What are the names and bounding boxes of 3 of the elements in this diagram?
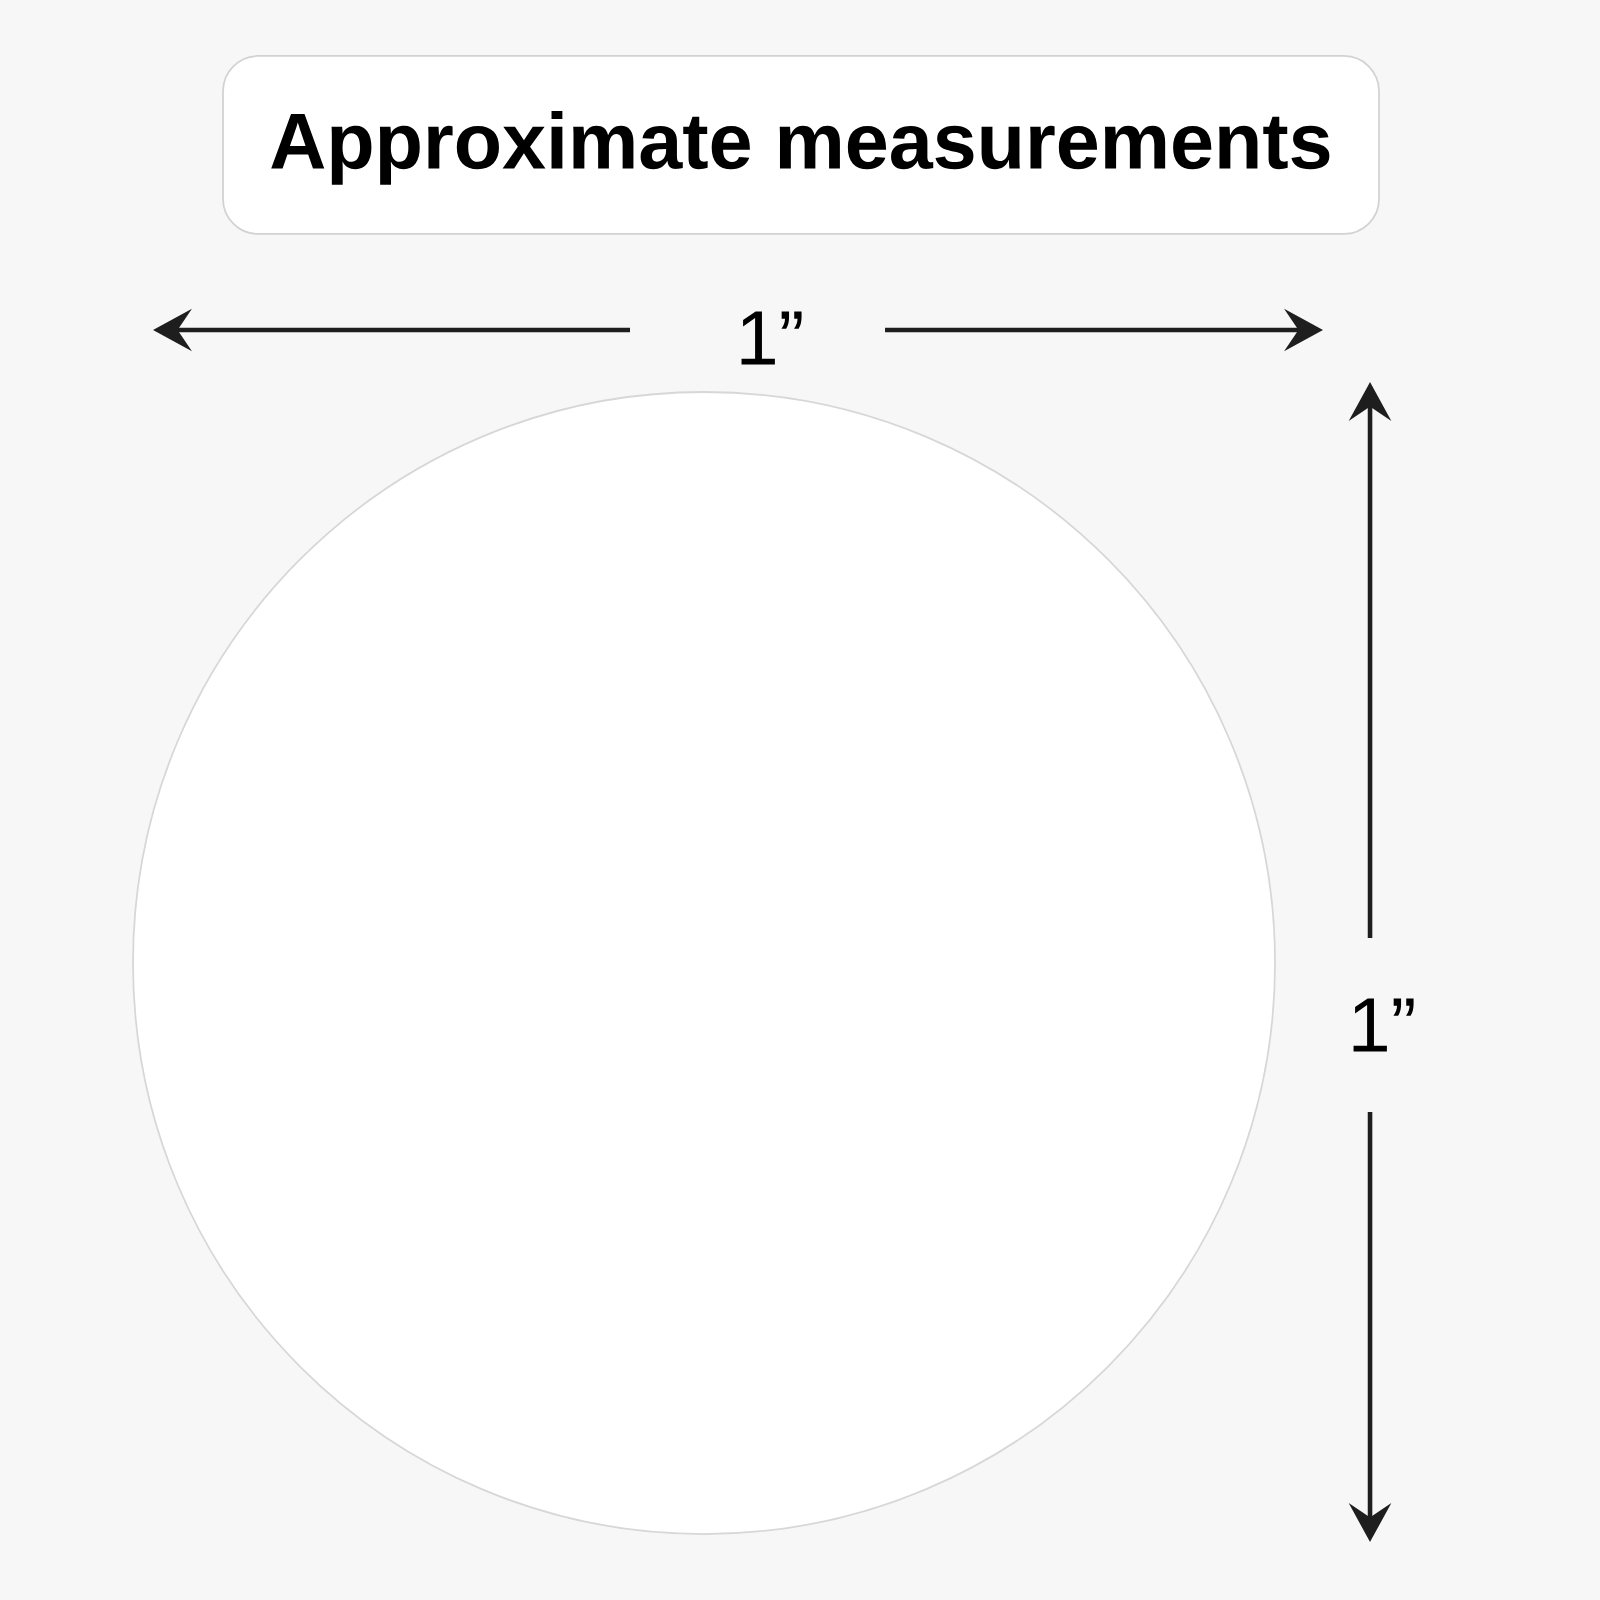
title-box: Approximate measurements xyxy=(222,55,1380,235)
circle-shape xyxy=(132,391,1276,1535)
dimension-label: 1” xyxy=(1353,998,1414,1052)
